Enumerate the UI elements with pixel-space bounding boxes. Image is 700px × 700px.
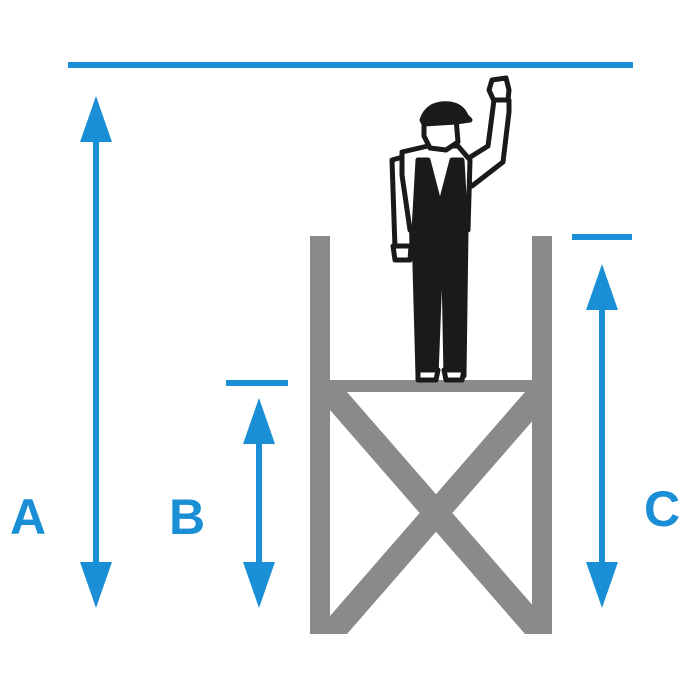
dimension-c-arrow-down <box>586 562 618 608</box>
scaffold-platform <box>320 380 542 392</box>
dimension-b-arrow-up <box>243 398 275 444</box>
scaffold-brace-2 <box>330 392 542 634</box>
worker-right-boot <box>441 367 467 383</box>
worker-icon <box>389 75 512 383</box>
dimension-a-label: A <box>10 489 46 545</box>
dimension-b-arrow-down <box>243 562 275 608</box>
scaffold-left-post <box>310 236 330 634</box>
worker-hand <box>390 243 414 263</box>
dimension-c-shaft <box>599 296 605 576</box>
dimension-a-arrow-down <box>80 562 112 608</box>
scaffold <box>310 236 552 634</box>
dimension-c-top-line <box>572 234 632 240</box>
dimension-b-shaft <box>256 430 262 576</box>
dimension-a-top-line <box>68 62 633 68</box>
worker-cap <box>419 101 473 127</box>
worker-left-boot <box>415 367 441 383</box>
dimension-a: A <box>10 62 633 608</box>
dimension-c-arrow-up <box>586 264 618 310</box>
dimension-c: C <box>572 234 680 608</box>
dimension-a-shaft <box>93 130 99 574</box>
dimension-b-top-line <box>226 380 288 386</box>
dimension-a-arrow-up <box>80 96 112 142</box>
dimension-b: B <box>169 380 288 608</box>
dimension-b-label: B <box>169 489 205 545</box>
scaffold-right-post <box>532 236 552 634</box>
dimension-c-label: C <box>644 481 680 537</box>
